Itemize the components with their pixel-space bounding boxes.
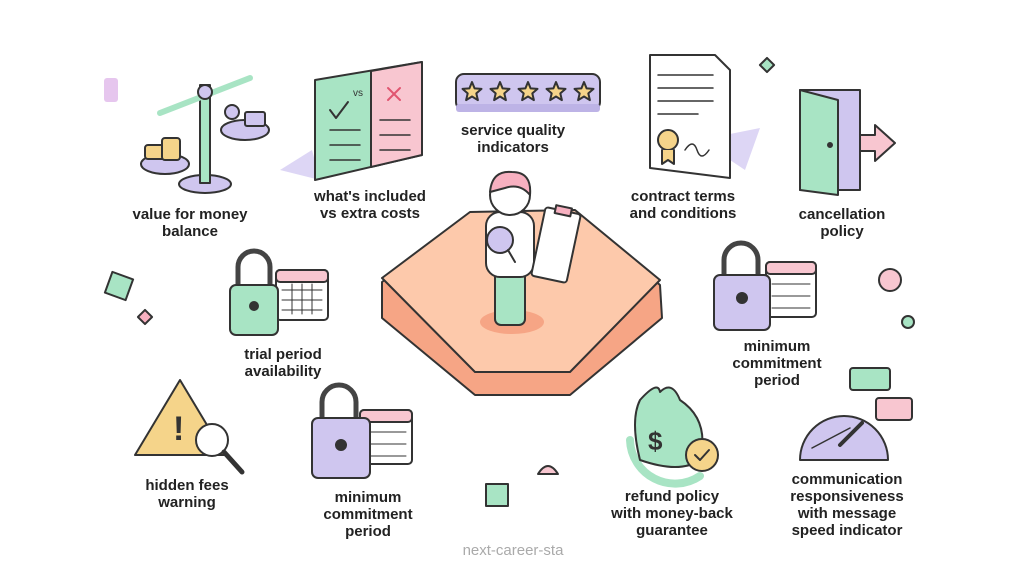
exit-door-icon [758,56,896,196]
label-line: and conditions [629,205,737,222]
label-line: cancellation [798,206,886,223]
svg-text:vs: vs [353,88,363,99]
money-bag-refund-icon: $ [626,386,719,488]
svg-text:!: ! [173,410,184,448]
label-line: warning [158,494,216,511]
lock-calendar-icon [103,248,329,336]
five-star-rating-icon [455,73,601,112]
label-line: balance [162,223,218,240]
lock-calendar-icon [311,382,559,507]
star-icon [489,81,511,102]
lock-calendar-icon [713,240,915,331]
label-line: availability [244,363,322,380]
label-line: period [345,523,391,540]
label-line: contract terms [630,188,736,205]
label-line: value for money [132,206,248,223]
label-line: minimum [743,338,811,355]
label-line: with money-back [611,505,733,522]
label-line: speed indicator [791,522,903,539]
star-icon [573,81,595,102]
label-line: what's included [314,188,426,205]
label-line: refund policy [624,488,720,505]
label-line: period [754,372,800,389]
label-line: hidden fees [145,477,229,494]
watermark: next-career-sta [462,542,564,559]
label-line: commitment [323,506,413,523]
label-line: indicators [477,139,549,156]
warning-magnifier-icon: ! [134,379,245,475]
label-line: communication [791,471,903,488]
speedometer-chat-icon [799,367,913,461]
label-line: with message [797,505,897,522]
label-line: guarantee [636,522,708,539]
contract-document-icon [649,54,760,179]
label-line: trial period [244,346,322,363]
label-line: commitment [732,355,822,372]
label-line: responsiveness [790,488,904,505]
star-icon [545,81,567,102]
label-line: minimum [334,489,402,506]
svg-text:$: $ [648,426,663,456]
label-line: service quality [460,122,566,139]
label-line: policy [820,223,864,240]
label-line: vs extra costs [319,205,421,222]
star-icon [517,81,539,102]
person-with-magnifier-icon [485,170,582,326]
star-icon [461,81,483,102]
comparison-checklist-icon: vs [280,61,423,181]
balance-scale-icon [104,75,270,194]
